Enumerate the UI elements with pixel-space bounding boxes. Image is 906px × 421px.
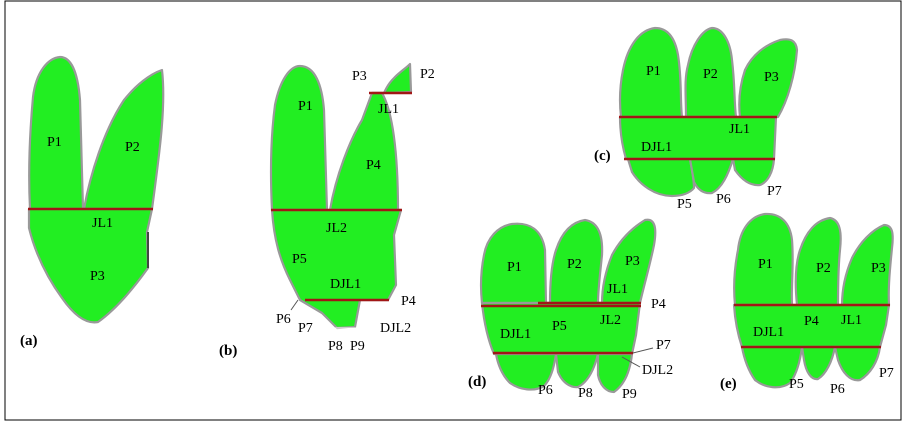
region-d-p3 [600, 218, 657, 305]
label-b-p5: P5 [292, 252, 307, 267]
label-a-jl1: JL1 [92, 216, 113, 231]
region-e-p1 [733, 212, 794, 307]
label-c-p6: P6 [716, 192, 731, 207]
caption-a: (a) [20, 333, 38, 349]
label-b-p8: P8 [328, 339, 343, 354]
label-c-jl1: JL1 [729, 122, 750, 137]
label-e-p6: P6 [830, 382, 845, 397]
pointer-d-p7 [632, 347, 654, 354]
label-e-djl1: DJL1 [753, 325, 784, 340]
label-e-p5: P5 [789, 377, 804, 392]
caption-d: (d) [468, 374, 486, 390]
pointer-b-p6 [290, 299, 299, 311]
label-c-p2: P2 [703, 67, 718, 82]
region-d-p9 [596, 352, 634, 394]
region-c-p6 [688, 157, 735, 195]
label-d-p6: P6 [538, 383, 553, 398]
label-e-p3: P3 [871, 261, 886, 276]
region-a-p2 [82, 68, 165, 211]
region-e-p3 [840, 223, 894, 307]
label-e-p4: P4 [804, 314, 819, 329]
label-b-jl2: JL2 [326, 221, 347, 236]
label-c-p7: P7 [767, 184, 782, 199]
region-a-p1 [28, 55, 85, 211]
region-c-p1 [618, 26, 684, 119]
label-d-p9: P9 [622, 387, 637, 402]
label-b-p6: P6 [276, 312, 291, 327]
label-c-p1: P1 [646, 64, 661, 79]
region-d-p2 [548, 218, 604, 305]
label-d-p5: P5 [552, 319, 567, 334]
label-d-p4: P4 [651, 297, 666, 312]
label-b-p7: P7 [298, 321, 313, 336]
label-d-jl2: JL2 [600, 313, 621, 328]
region-c-p2 [684, 26, 738, 119]
label-d-p8: P8 [578, 386, 593, 401]
region-d-p6 [494, 352, 558, 391]
label-d-p7: P7 [656, 338, 671, 353]
label-d-jl1: JL1 [607, 282, 628, 297]
caption-c: (c) [594, 148, 611, 164]
label-c-djl1: DJL1 [641, 140, 672, 155]
region-b-p1 [269, 64, 329, 212]
label-b-p3: P3 [352, 69, 367, 84]
panel-d: P1 P2 P3 JL1 P4 DJL1 P5 JL2 P7 DJL2 P6 P… [468, 218, 673, 402]
caption-e: (e) [720, 376, 737, 392]
label-d-djl1: DJL1 [500, 327, 531, 342]
label-b-djl1: DJL1 [330, 277, 361, 292]
region-b-bottom [270, 208, 403, 330]
region-a-p3 [27, 207, 154, 324]
region-d-middle [480, 301, 642, 356]
label-b-djl2: DJL2 [380, 321, 411, 336]
label-e-jl1: JL1 [841, 313, 862, 328]
label-e-p2: P2 [816, 261, 831, 276]
label-e-p1: P1 [758, 257, 773, 272]
region-d-p8 [554, 352, 600, 389]
region-c-p7 [731, 157, 776, 187]
panel-a: P1 P2 JL1 P3 (a) [20, 55, 165, 349]
label-a-p1: P1 [47, 135, 62, 150]
label-e-p7: P7 [879, 366, 894, 381]
panel-b: P1 P3 P2 JL1 P4 JL2 P5 DJL1 P4 P6 P7 DJL… [219, 62, 435, 359]
label-b-p4-lower: P4 [401, 294, 416, 309]
region-d-p1 [479, 222, 548, 305]
region-e-middle [732, 303, 891, 349]
caption-b: (b) [219, 343, 237, 359]
label-b-p2: P2 [420, 67, 435, 82]
label-d-p3: P3 [625, 254, 640, 269]
region-e-p6 [833, 345, 882, 382]
label-d-djl2: DJL2 [642, 363, 673, 378]
region-b-jl1 [370, 62, 413, 95]
label-a-p2: P2 [125, 140, 140, 155]
label-a-p3: P3 [90, 269, 105, 284]
label-b-jl1: JL1 [378, 102, 399, 117]
region-e-lower [740, 345, 804, 389]
label-c-p3: P3 [764, 70, 779, 85]
label-d-p2: P2 [567, 257, 582, 272]
label-d-p1: P1 [507, 260, 522, 275]
region-e-p5 [800, 345, 837, 381]
label-b-p1: P1 [298, 99, 313, 114]
label-b-p9: P9 [350, 339, 365, 354]
panel-c: P1 P2 P3 DJL1 JL1 P5 P6 P7 (c) [594, 26, 799, 212]
region-e-p2 [794, 216, 842, 307]
label-c-p5: P5 [677, 197, 692, 212]
label-b-p4: P4 [366, 158, 381, 173]
panel-e: P1 P2 P3 DJL1 P4 JL1 P5 P6 P7 (e) [720, 212, 894, 397]
pointer-d-djl2 [621, 356, 641, 368]
region-c-p3 [738, 38, 799, 119]
